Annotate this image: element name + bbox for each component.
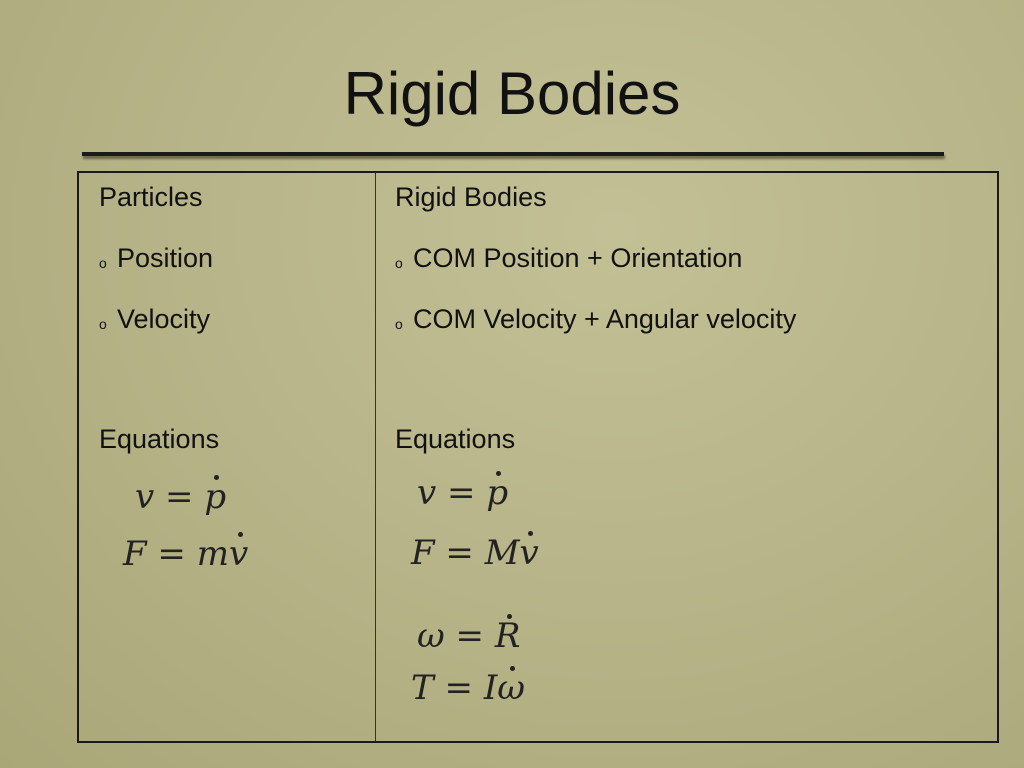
title-underline [82,152,944,156]
bullet-marker: o [99,316,107,332]
slide-title: Rigid Bodies [343,60,681,127]
rigid-equation-torque: T = Iω [411,666,525,708]
particles-bullet-velocity: Velocity [117,304,211,334]
particles-heading: Particles [99,182,203,212]
rigid-equation-angular-velocity: ω = R [417,614,521,656]
particles-bullet-position: Position [117,243,214,273]
rigid-bullet-com-velocity: COM Velocity + Angular velocity [413,304,797,334]
particles-equations-label: Equations [99,424,220,454]
rigid-bodies-heading: Rigid Bodies [395,182,547,212]
particles-equation-force: F = mv [123,532,249,574]
rigid-equation-force: F = Mv [411,531,539,573]
column-divider [375,173,376,741]
rigid-equation-velocity: v = p [417,471,509,513]
rigid-equations-label: Equations [395,424,516,454]
bullet-marker: o [395,255,403,271]
comparison-table: Particles o Position o Velocity Equation… [77,171,999,743]
particles-equation-velocity: v = p [135,475,227,517]
bullet-marker: o [99,255,107,271]
bullet-marker: o [395,316,403,332]
rigid-bullet-com-position: COM Position + Orientation [413,243,743,273]
